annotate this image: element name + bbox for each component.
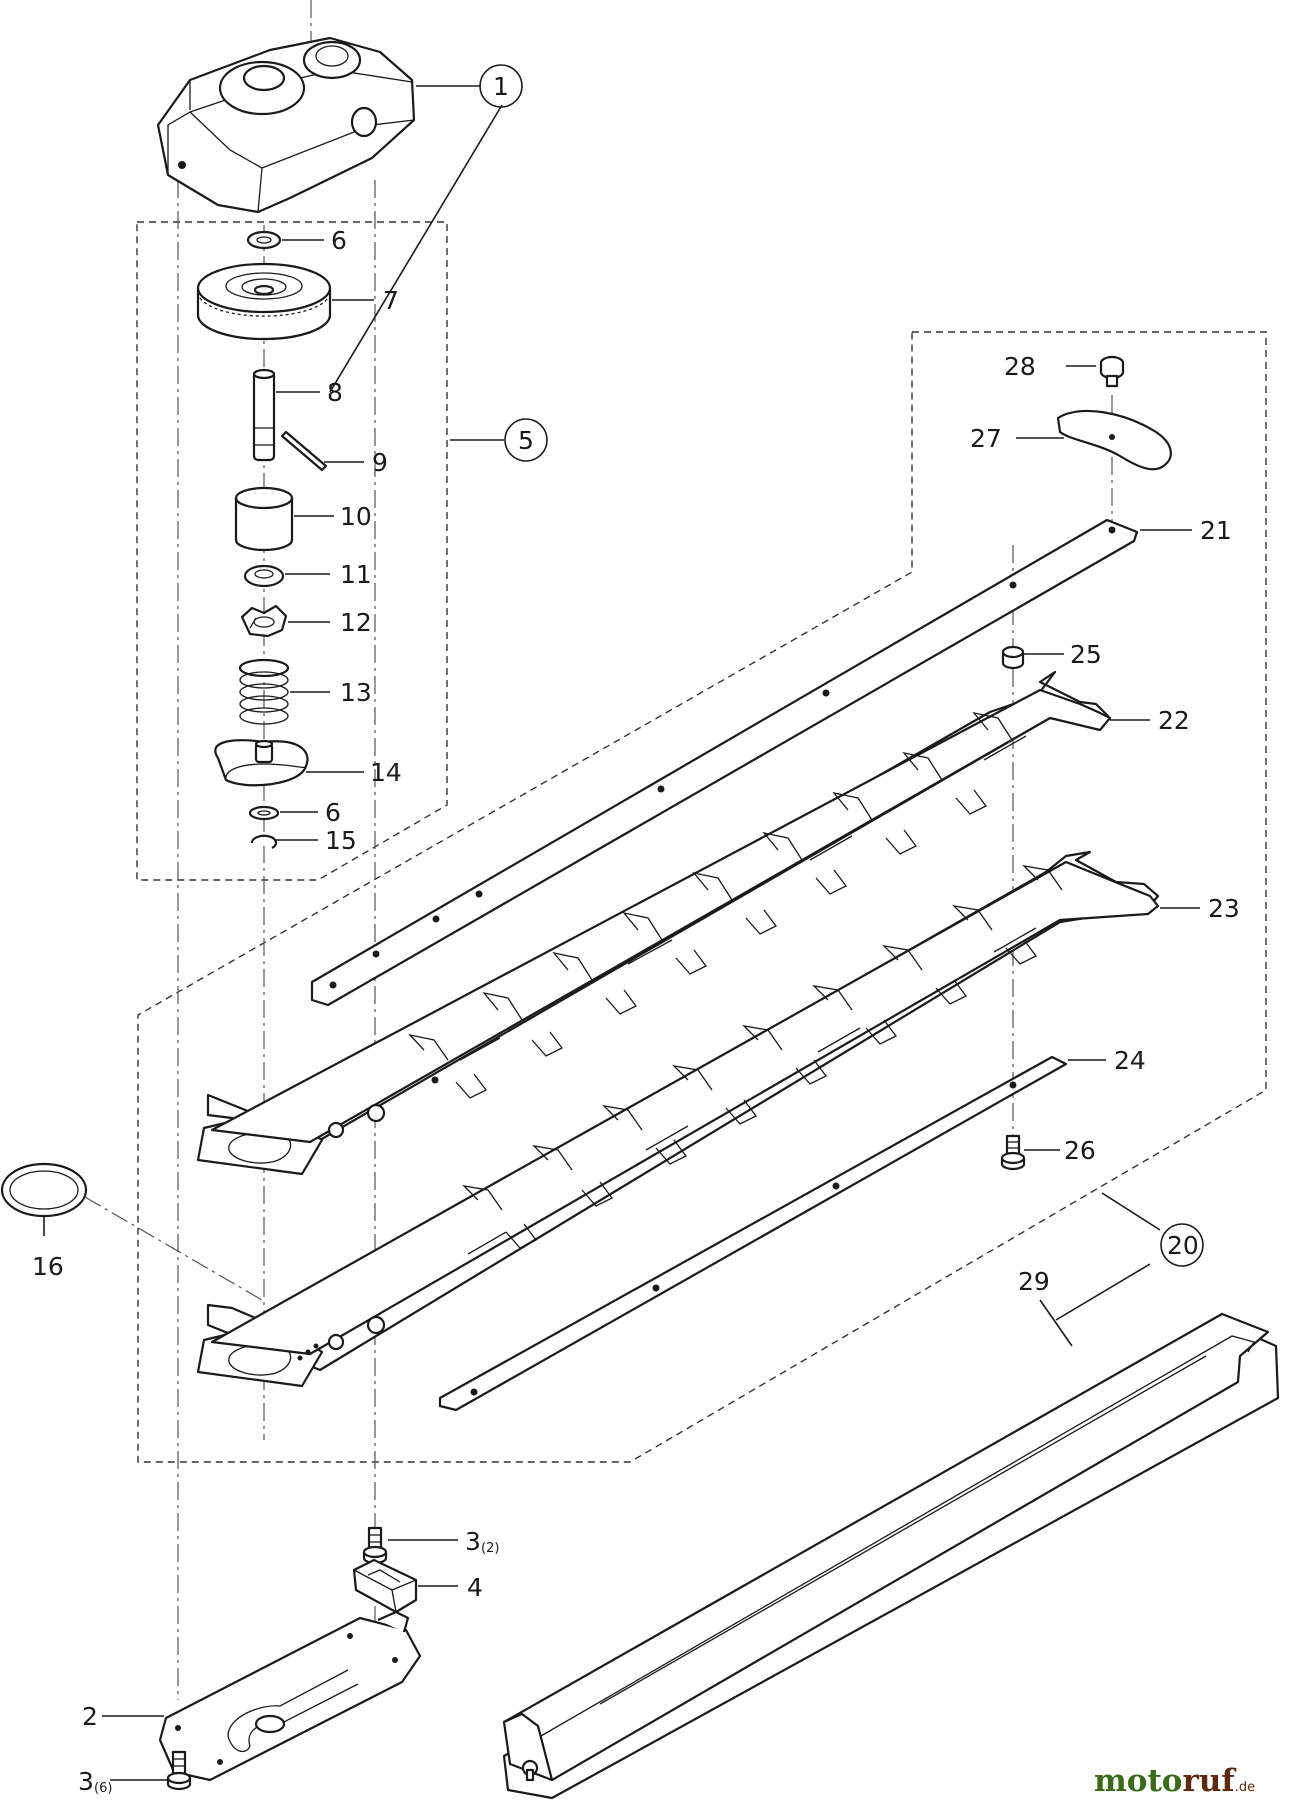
callout-28: 28 [1004,352,1036,381]
bearing-11 [243,564,285,588]
spring-13 [238,658,290,725]
callout-13: 13 [340,678,372,707]
cover-plate-2 [158,1610,422,1782]
callout-9: 9 [372,448,388,477]
callout-20: 20 [1167,1231,1199,1260]
blade-clip-27 [1056,409,1172,471]
leader-lines [43,85,1200,1781]
axis-ring [84,1196,263,1301]
callout-circle-1 [479,64,523,108]
callout-4: 4 [467,1573,483,1602]
callout-6-bottom: 6 [325,798,341,827]
lower-blade-23 [196,850,1160,1388]
pin-9 [280,430,328,472]
blade-guide-21 [310,518,1139,1007]
screw-3-upper [362,1526,388,1565]
callout-circle-5 [504,418,548,462]
callout-1: 1 [493,72,509,101]
callout-3-upper-qty: (2) [481,1541,499,1556]
callout-10: 10 [340,502,372,531]
callout-3-lower-qty: (6) [94,1781,112,1796]
spacer-25 [1001,645,1025,670]
circlip-15 [250,834,278,849]
callout-14: 14 [370,758,402,787]
driven-gear [196,262,332,341]
callout-22: 22 [1158,706,1190,735]
blade-guide-24 [438,1055,1068,1412]
callout-circle-20 [1160,1223,1204,1267]
callout-11: 11 [340,560,372,589]
upper-blade-22 [196,670,1112,1176]
callout-24: 24 [1114,1046,1146,1075]
callout-27: 27 [970,424,1002,453]
bushing-10 [234,486,294,552]
callout-23: 23 [1208,894,1240,923]
lower-blade-teeth [462,865,1063,1255]
callout-26: 26 [1064,1136,1096,1165]
svg-text:motoruf.de: motoruf.de [1094,1763,1255,1799]
callout-5: 5 [518,426,534,455]
ring-16 [0,1162,88,1218]
callout-16: 16 [32,1252,64,1281]
callout-25: 25 [1070,640,1102,669]
callout-29: 29 [1018,1267,1050,1296]
callout-3-lower: 3 [78,1767,94,1796]
callout-2: 2 [82,1702,98,1731]
bolt-28 [1099,355,1125,388]
callout-12: 12 [340,608,372,637]
callout-21: 21 [1200,516,1232,545]
blade-assembly-box [137,331,1267,1463]
cam-14 [214,739,309,787]
gear-housing [156,36,416,214]
callout-7: 7 [383,286,399,315]
callout-6-top: 6 [331,226,347,255]
gear-assembly-box [136,221,448,881]
watermark-logo: motoruf.de [1094,1763,1255,1799]
crank-pin [252,368,276,462]
callout-3-upper: 3 [465,1527,481,1556]
screw-3-lower [166,1750,192,1791]
washer-6-top [246,230,282,250]
callout-15: 15 [325,826,357,855]
nut-12 [240,604,288,638]
blade-cover-29 [502,1312,1280,1800]
washer-6-bottom [248,805,280,821]
callout-8: 8 [327,378,343,407]
damper-4 [352,1558,418,1614]
bolt-26 [1000,1134,1026,1171]
upper-blade-teeth [408,711,1027,1099]
